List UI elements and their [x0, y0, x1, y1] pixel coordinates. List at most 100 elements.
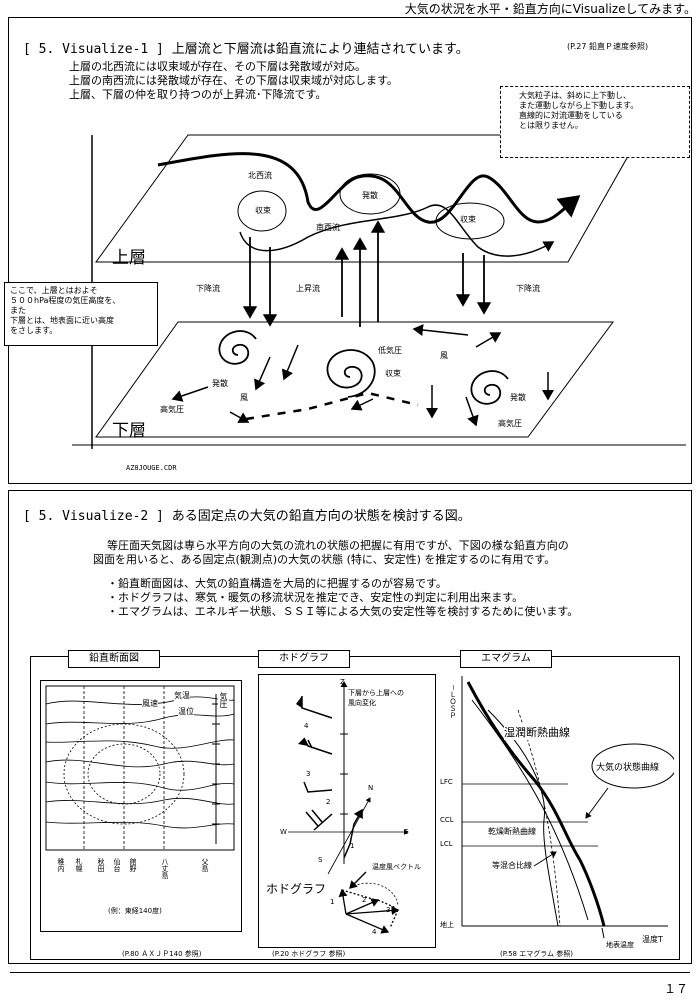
hodo-note-2: 風向変化 — [348, 699, 376, 707]
div-label-3: 発散 — [510, 393, 526, 402]
file-name: AZ0JOUGE.CDR — [126, 464, 177, 472]
particle-motion-callout: 大気粒子は、斜めに上下動し、 また運動しながら上下動します。 直線的に対流運動を… — [500, 86, 690, 158]
station-wakkanai: 稚内 — [57, 858, 65, 872]
conv-label-3: 収束 — [385, 369, 401, 378]
cross-wind-label: 風速 — [142, 698, 158, 709]
emagram-mix-label: 等混合比線 — [492, 860, 532, 871]
cross-potential-temp-label: 温位 — [178, 706, 194, 717]
station-sapporo: 札幌 — [75, 858, 83, 872]
station-chichijima: 父島 — [201, 858, 209, 872]
visualize2-intro-2: 図面を用いると、ある固定点(観測点)の大気の状態 (特に、安定性) を推定するの… — [93, 553, 556, 566]
upper-layer-label: 上層 — [112, 248, 146, 268]
station-tateno: 館野 — [129, 858, 137, 872]
page-header: 大気の状況を水平・鉛直方向にVisualizeしてみます。 — [404, 2, 696, 16]
hodo-b-1: 1 — [330, 898, 335, 906]
low-arrow-5 — [475, 332, 502, 348]
hodograph-chart — [288, 681, 409, 934]
hodo-east: E — [404, 828, 409, 836]
sw-flow-label: 南西流 — [316, 223, 340, 232]
diagrams-frame — [30, 656, 680, 960]
visualize2-bullet-3: ・エマグラムは、エネルギー状態、ＳＳＩ等による大気の安定性等を検討するために使い… — [107, 605, 579, 618]
downdraft-label-2: 下降流 — [516, 284, 540, 293]
station-akita: 秋田 — [97, 858, 105, 872]
emagram-lcl: LCL — [440, 840, 453, 848]
spiral-left — [218, 330, 257, 365]
div-label-1: 発散 — [362, 191, 378, 200]
visualize1-line-3: 上層、下層の仲を取り持つのが上昇流･下降流です。 — [69, 88, 327, 101]
layer-definition-note: ここで、上層とはおよそ ５００hPa程度の気圧高度を、 また 下層とは、地表面に… — [4, 282, 158, 346]
conv-label-2: 収束 — [460, 215, 476, 224]
visualize1-title: [ 5. Visualize-1 ] 上層流と下層流は鉛直流により連結されていま… — [23, 42, 469, 57]
conv-label-1: 収束 — [255, 206, 271, 215]
low-arrow-7 — [465, 396, 479, 427]
tab-emagram: エマグラム — [460, 650, 552, 668]
hodo-north: N — [368, 784, 374, 792]
ref-axjp140: (P.80 ＡＸＪＰ140 参照) — [122, 950, 202, 958]
low-arrow-10 — [229, 411, 250, 423]
hodo-south: S — [318, 856, 323, 864]
hodo-note-1: 下層から上層への — [348, 689, 404, 697]
low-arrow-3 — [171, 386, 209, 402]
visualize2-intro-1: 等圧面天気図は専ら水平方向の大気の流れの状態の把握に有用ですが、下図の様な鉛直方… — [107, 539, 569, 552]
hodo-title: ホドグラフ — [266, 882, 327, 896]
visualize1-line-1: 上層の北西流には収束域が存在、その下層は発散域が対応。 — [69, 60, 366, 73]
hodo-b-4: 4 — [372, 928, 377, 936]
hodo-b-3: 3 — [386, 906, 391, 914]
lower-plane — [95, 321, 614, 438]
emagram-axis-top: －ＬＯＳＰ — [449, 684, 457, 719]
cross-temp-label: 気温 — [174, 690, 190, 701]
emagram-dry-label: 乾燥断熱曲線 — [488, 826, 536, 837]
high-pressure-label-2: 高気圧 — [498, 419, 522, 428]
flow-diagram — [72, 134, 686, 449]
hodo-num-1: 1 — [350, 842, 355, 850]
upper-flow-thin — [239, 204, 555, 257]
hodo-num-3: 3 — [306, 770, 311, 778]
emagram-ccl: CCL — [440, 816, 454, 824]
low-arrow-4 — [412, 324, 469, 336]
visualize2-bullet-2: ・ホドグラフは、寒気・暖気の移流状況を推定でき、安定性の判定に利用出来ます。 — [107, 591, 524, 604]
hodo-b-2: 2 — [362, 896, 367, 904]
wind-label-2: 風 — [240, 393, 248, 402]
low-arrow-1 — [254, 356, 271, 391]
station-hachijojima: 八丈島 — [161, 858, 169, 879]
low-arrow-2 — [281, 344, 299, 381]
emagram-chart — [461, 676, 674, 939]
emagram-lfc: LFC — [440, 778, 453, 786]
upper-plane — [95, 134, 641, 263]
emagram-obs-label: 地表温度 — [606, 941, 634, 949]
emagram-sfc: 地上 — [440, 921, 454, 929]
visualize1-line-2: 上層の南西流には発散域が存在、その下層は収束域が対応します。 — [69, 74, 398, 87]
updraft-label: 上昇流 — [296, 284, 320, 293]
div-label-2: 発散 — [212, 379, 228, 388]
upper-flow-thick — [157, 152, 581, 224]
emagram-wet-label: 湿潤断熱曲線 — [504, 724, 570, 740]
hodo-num-2: 2 — [326, 798, 331, 806]
visualize2-bullet-1: ・鉛直断面図は、大気の鉛直構造を大局的に把握するのが容易です。 — [107, 577, 447, 590]
ref-hodograph: (P.20 ホドグラフ 参照) — [272, 950, 346, 958]
conv-circle-1 — [237, 190, 287, 232]
hodo-shear-label: 温度風ベクトル — [372, 863, 421, 871]
div-circle-1 — [339, 173, 401, 215]
wind-label-1: 風 — [440, 351, 448, 360]
cross-pressure-label: 気圧 — [218, 692, 229, 708]
low-arrow-9 — [350, 398, 374, 411]
page-number: １７ — [663, 982, 688, 996]
nw-flow-label: 北西流 — [248, 171, 272, 180]
high-pressure-label-1: 高気圧 — [160, 405, 184, 414]
lower-layer-label: 下層 — [112, 421, 146, 441]
cross-section-chart — [45, 685, 235, 851]
footer-rule — [10, 972, 690, 973]
station-sendai: 仙台 — [113, 858, 121, 872]
emagram-temp-label: 温度T — [642, 935, 663, 944]
dashed-front — [245, 391, 419, 421]
low-pressure-label: 低気圧 — [378, 346, 402, 355]
hodo-west: W — [280, 828, 287, 836]
tab-hodograph: ホドグラフ — [258, 650, 350, 668]
conv-circle-2 — [435, 202, 505, 240]
visualize1-ref: (P.27 鉛直Ｐ速度参照) — [567, 42, 649, 51]
emagram-state-label: 大気の状態曲線 — [596, 760, 660, 773]
hodograph-box — [258, 674, 436, 948]
cross-caption: (例：東経140度) — [108, 907, 162, 915]
tab-cross-section: 鉛直断面図 — [68, 650, 160, 668]
cross-section-box — [40, 680, 242, 932]
